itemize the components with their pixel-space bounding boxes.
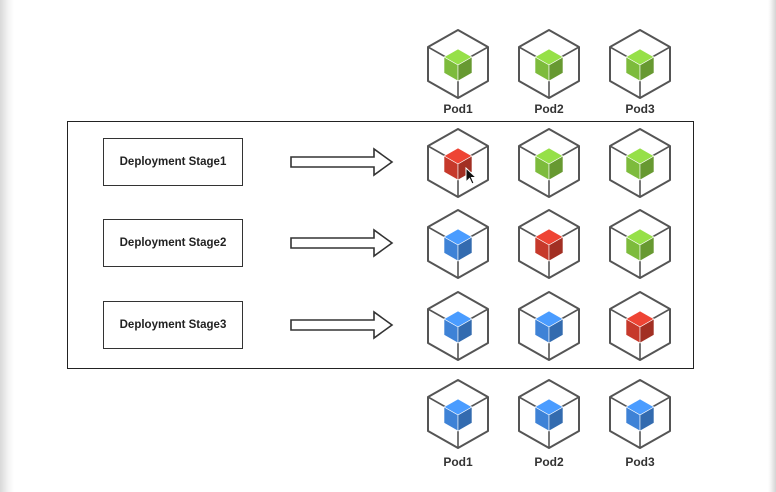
- pod-icon-stage1-1: [425, 127, 491, 199]
- pod-icon-top-2: [516, 28, 582, 100]
- mouse-pointer-icon: [465, 167, 477, 185]
- stage-label: Deployment Stage2: [119, 237, 227, 249]
- deployment-stage-1: Deployment Stage1: [103, 138, 243, 186]
- pod-label-top-3: Pod3: [625, 102, 655, 116]
- pod-icon-top-1: [425, 28, 491, 100]
- stage-label: Deployment Stage1: [119, 156, 227, 168]
- deployment-stage-2: Deployment Stage2: [103, 219, 243, 267]
- pod-icon-stage3-3: [607, 290, 673, 362]
- pod-icon-stage2-1: [425, 208, 491, 280]
- pod-label-bottom-1: Pod1: [443, 455, 473, 469]
- pod-label-top-2: Pod2: [534, 102, 564, 116]
- pod-icon-bottom-3: [607, 378, 673, 450]
- pod-label-bottom-2: Pod2: [534, 455, 564, 469]
- deployment-frame: [67, 121, 694, 369]
- pod-icon-stage2-2: [516, 208, 582, 280]
- pod-icon-bottom-1: [425, 378, 491, 450]
- pod-label-bottom-3: Pod3: [625, 455, 655, 469]
- right-edge-shadow: [768, 0, 776, 492]
- pod-icon-stage1-2: [516, 127, 582, 199]
- left-edge-shadow: [0, 0, 14, 492]
- pod-icon-top-3: [607, 28, 673, 100]
- pod-icon-stage1-3: [607, 127, 673, 199]
- pod-icon-stage3-2: [516, 290, 582, 362]
- deployment-stage-3: Deployment Stage3: [103, 301, 243, 349]
- right-arrow-icon: [290, 147, 394, 177]
- stage-label: Deployment Stage3: [119, 319, 227, 331]
- right-arrow-icon: [290, 310, 394, 340]
- pod-icon-stage2-3: [607, 208, 673, 280]
- right-arrow-icon: [290, 228, 394, 258]
- pod-icon-bottom-2: [516, 378, 582, 450]
- pod-label-top-1: Pod1: [443, 102, 473, 116]
- pod-icon-stage3-1: [425, 290, 491, 362]
